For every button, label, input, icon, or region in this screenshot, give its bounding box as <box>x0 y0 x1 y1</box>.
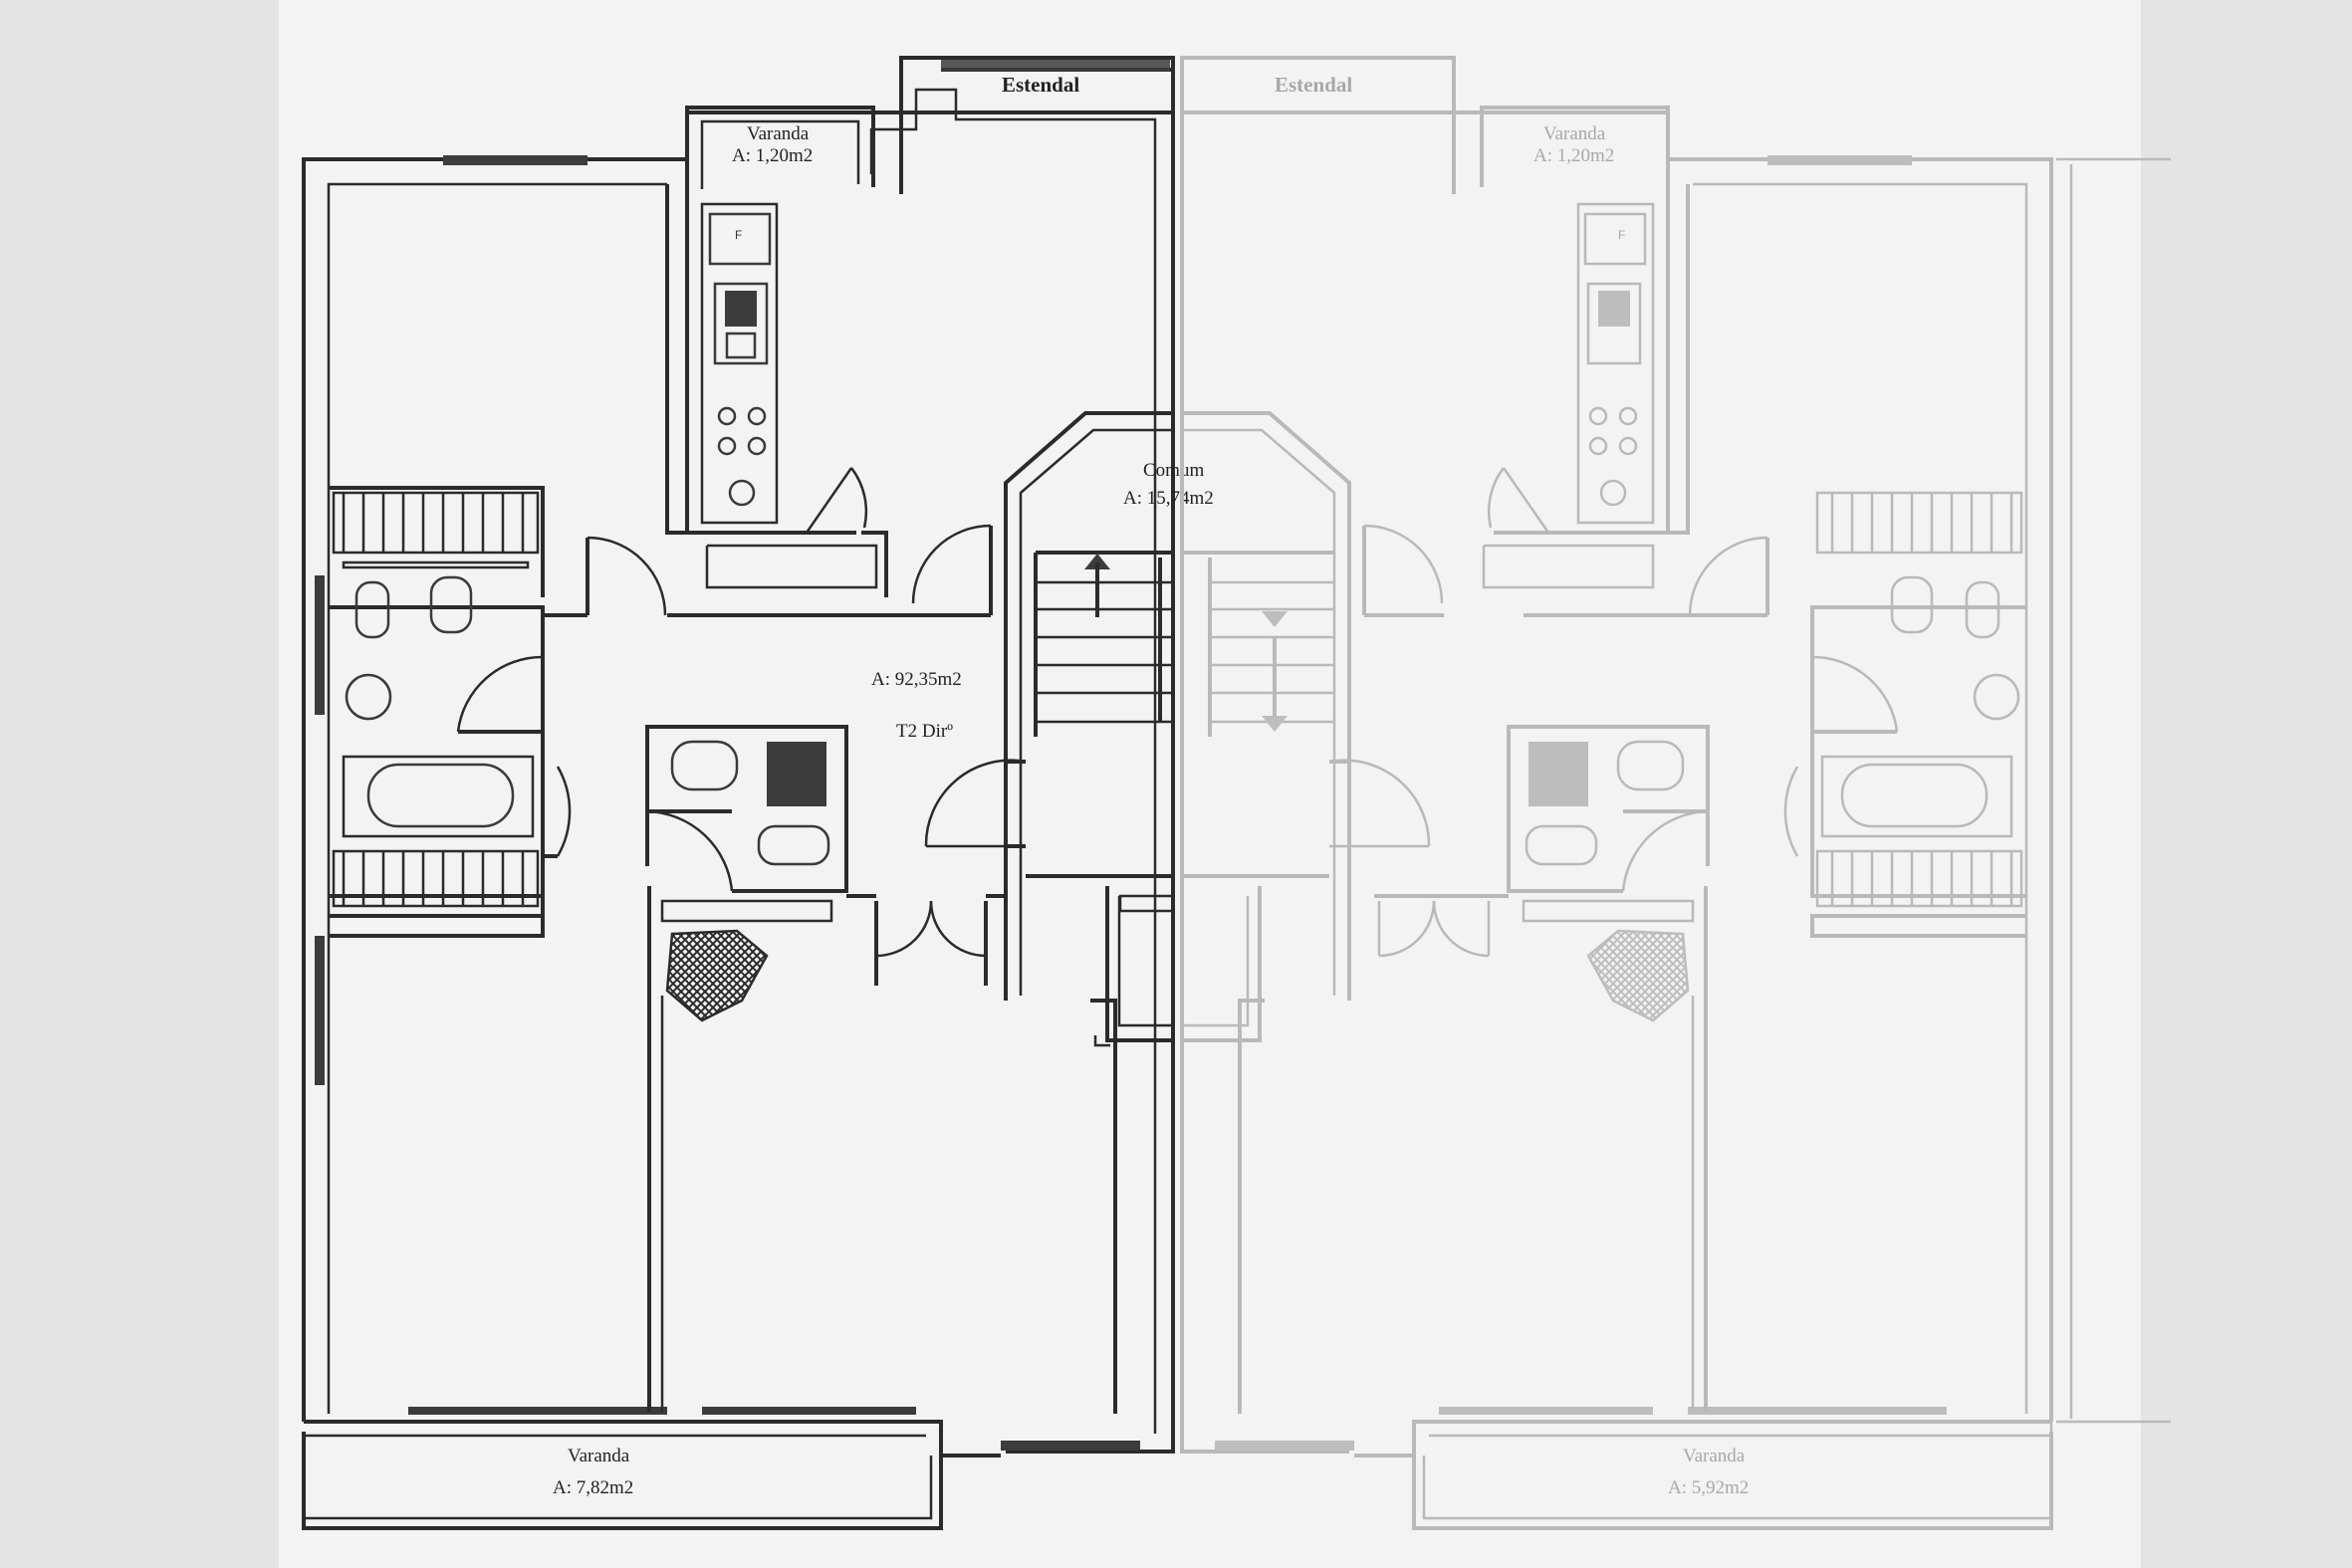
hallway <box>541 524 993 858</box>
chimney-duct-right <box>1586 929 1690 1022</box>
large-varanda-label: Varanda <box>568 1446 630 1466</box>
common-stairwell-right <box>1182 411 1431 1001</box>
elevator-shaft-right <box>1182 886 1262 1042</box>
large-varanda-label-right: Varanda <box>1683 1446 1746 1466</box>
fridge-label: F <box>735 228 742 242</box>
estendal-label: Estendal <box>1002 73 1079 97</box>
bedroom-top-left <box>329 184 689 597</box>
unit-area: A: 92,35m2 <box>871 669 962 690</box>
large-varanda-right: Varanda A: 5,92m2 <box>1412 1422 2053 1530</box>
bedroom-bottom-right <box>846 894 1117 1414</box>
hallway-right <box>1362 524 1814 857</box>
large-varanda: Varanda A: 7,82m2 <box>302 1432 943 1530</box>
small-varanda-area: A: 1,20m2 <box>732 145 813 166</box>
elevator-shaft <box>1105 886 1175 1042</box>
kitchen: F <box>687 202 888 597</box>
small-varanda-label-right: Varanda <box>1543 123 1606 144</box>
bedrooms-right <box>1238 886 2026 1414</box>
estendal-balcony-right: Estendal <box>1180 56 1456 114</box>
estendal-label-right: Estendal <box>1275 73 1352 97</box>
bathroom-left <box>329 491 545 908</box>
small-varanda-label: Varanda <box>747 123 810 144</box>
unit-name: T2 Dirº <box>896 721 953 742</box>
large-varanda-area: A: 7,82m2 <box>553 1477 633 1498</box>
chimney-duct <box>665 929 769 1022</box>
comum-label: Comum <box>1143 460 1204 481</box>
paper-sheet <box>279 0 2141 1568</box>
small-varanda-right: Varanda A: 1,20m2 <box>1480 106 1670 194</box>
left-apartment-plan: Estendal Varanda A: 1,20m2 F <box>302 56 1214 1530</box>
windows-right <box>1215 155 1947 1451</box>
bathroom-center <box>645 725 848 923</box>
comum-area: A: 15,74m2 <box>1123 488 1214 509</box>
bathroom-right <box>1810 491 2026 908</box>
small-varanda: Varanda A: 1,20m2 <box>685 106 875 194</box>
kitchen-right: F <box>1482 184 1690 589</box>
bedroom-bottom-left <box>329 886 664 1412</box>
large-varanda-area-right: A: 5,92m2 <box>1668 1477 1749 1498</box>
windows <box>315 155 1140 1451</box>
estendal-balcony: Estendal <box>899 56 1175 114</box>
fridge-label-right: F <box>1618 228 1625 242</box>
bathroom-center-right <box>1507 725 1710 923</box>
small-varanda-area-right: A: 1,20m2 <box>1533 145 1614 166</box>
common-stairwell: Comum A: 15,74m2 <box>924 411 1214 1001</box>
right-apartment-plan: Estendal Varanda A: 1,20m2 F <box>1180 56 2171 1530</box>
